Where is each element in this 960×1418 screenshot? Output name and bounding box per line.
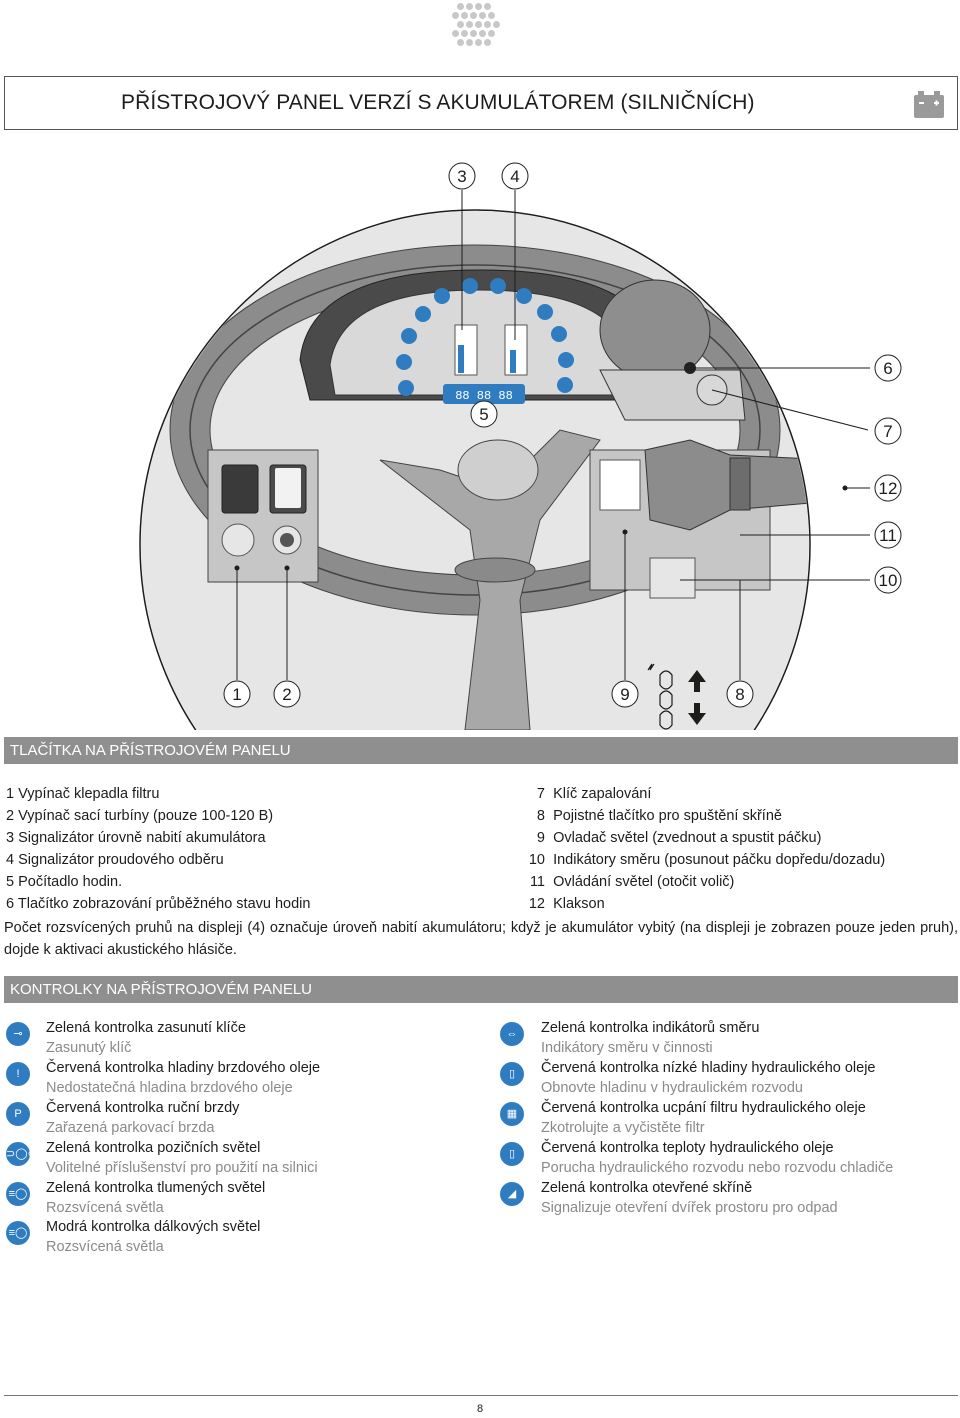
legend-brake-oil-title: Červená kontrolka hladiny brzdového olej… — [46, 1060, 321, 1076]
legend-hydraulic-filter-desc: Zkotrolujte a vyčistěte filtr — [541, 1120, 705, 1136]
hydraulic-temp-icon: ▯ — [500, 1142, 524, 1166]
legend-position-desc: Volitelné příslušenství pro použití na s… — [46, 1160, 318, 1176]
callout-1: 1 — [232, 685, 241, 704]
legend-hydraulic-level-title: Červená kontrolka nízké hladiny hydrauli… — [541, 1060, 876, 1076]
legend-hydraulic-level-desc: Obnovte hladinu v hydraulickém rozvodu — [541, 1080, 803, 1096]
logo-dots — [437, 0, 507, 52]
page-title-box: PŘÍSTROJOVÝ PANEL VERZÍ S AKUMULÁTOREM (… — [4, 76, 958, 130]
position-lights-icon: ⊃◯⊂ — [6, 1142, 37, 1166]
key-icon: ⊸ — [6, 1022, 30, 1046]
warning-icon: ! — [6, 1062, 30, 1086]
callout-5: 5 — [479, 405, 488, 424]
page-title: PŘÍSTROJOVÝ PANEL VERZÍ S AKUMULÁTOREM (… — [121, 91, 755, 114]
legend-low-beam-desc: Rozsvícená světla — [46, 1200, 164, 1216]
button-item-11: 11 Ovládání světel (otočit volič) — [529, 874, 735, 890]
footer-divider — [4, 1395, 958, 1396]
callout-7: 7 — [883, 422, 892, 441]
legend-parking-desc: Zařazená parkovací brzda — [46, 1120, 215, 1136]
button-item-7: 7 Klíč zapalování — [536, 786, 652, 802]
hopper-open-icon: ◢ — [500, 1182, 524, 1206]
high-beam-icon: ≡◯ — [6, 1221, 30, 1245]
button-item-9: 9 Ovladač světel (zvednout a spustit páč… — [536, 830, 822, 846]
section-indicators-header: KONTROLKY NA PŘÍSTROJOVÉM PANELU — [4, 976, 958, 1003]
legend-key-desc: Zasunutý klíč — [46, 1040, 132, 1056]
legend-low-beam-title: Zelená kontrolka tlumených světel — [46, 1180, 266, 1196]
legend-turn-title: Zelená kontrolka indikátorů směru — [541, 1020, 760, 1036]
callout-9: 9 — [620, 685, 629, 704]
battery-icon — [914, 91, 944, 118]
callout-4: 4 — [510, 167, 519, 186]
light-stalk-symbols — [647, 663, 673, 730]
button-item-10: 10 Indikátory směru (posunout páčku dopř… — [528, 852, 886, 868]
page-number: 8 — [476, 1403, 484, 1415]
legend-hydraulic-temp-desc: Porucha hydraulického rozvodu nebo rozvo… — [541, 1160, 894, 1176]
legend-brake-oil-desc: Nedostatečná hladina brzdového oleje — [46, 1080, 293, 1096]
callout-8: 8 — [735, 685, 744, 704]
hydraulic-oil-level-icon: ▯ — [500, 1062, 524, 1086]
button-item-2: 2 Vypínač sací turbíny (pouze 100-120 B) — [6, 808, 274, 824]
callout-2: 2 — [282, 685, 291, 704]
section-buttons-header: TLAČÍTKA NA PŘÍSTROJOVÉM PANELU — [4, 737, 958, 764]
battery-level-note: Počet rozsvícených pruhů na displeji (4)… — [4, 920, 958, 958]
turn-signal-icon: ⇔ — [500, 1022, 524, 1046]
legend-hopper-desc: Signalizuje otevření dvířek prostoru pro… — [541, 1200, 838, 1216]
button-item-3: 3 Signalizátor úrovně nabití akumulátora — [6, 830, 266, 846]
legend-turn-desc: Indikátory směru v činnosti — [541, 1040, 713, 1056]
callout-11: 11 — [879, 526, 897, 545]
legend-hopper-title: Zelená kontrolka otevřené skříně — [541, 1180, 753, 1196]
legend-hydraulic-filter-title: Červená kontrolka ucpání filtru hydrauli… — [541, 1100, 866, 1116]
legend-hydraulic-temp-title: Červená kontrolka teploty hydraulického … — [541, 1140, 834, 1156]
legend-high-beam-title: Modrá kontrolka dálkových světel — [46, 1219, 261, 1235]
button-item-1: 1 Vypínač klepadla filtru — [6, 786, 160, 802]
button-item-4: 4 Signalizátor proudového odběru — [6, 852, 224, 868]
hour-display: 88 88 88 — [455, 389, 513, 403]
low-beam-icon: ≡◯ — [6, 1182, 30, 1206]
legend-key-title: Zelená kontrolka zasunutí klíče — [46, 1020, 246, 1036]
legend-high-beam-desc: Rozsvícená světla — [46, 1239, 164, 1255]
button-item-5: 5 Počítadlo hodin. — [6, 874, 123, 890]
callout-3: 3 — [457, 167, 466, 186]
legend-parking-title: Červená kontrolka ruční brzdy — [46, 1100, 240, 1116]
button-item-12: 12 Klakson — [528, 896, 605, 912]
parking-icon: P — [6, 1102, 30, 1126]
callout-10: 10 — [879, 571, 898, 590]
callout-6: 6 — [883, 359, 892, 378]
button-item-6: 6 Tlačítko zobrazování průběžného stavu … — [6, 896, 311, 912]
dashboard-diagram: 88 88 88 — [139, 162, 902, 730]
button-item-8: 8 Pojistné tlačítko pro spuštění skříně — [536, 808, 782, 824]
legend-position-title: Zelená kontrolka pozičních světel — [46, 1140, 261, 1156]
callout-12: 12 — [879, 479, 898, 498]
hydraulic-filter-icon: ▦ — [500, 1102, 524, 1126]
